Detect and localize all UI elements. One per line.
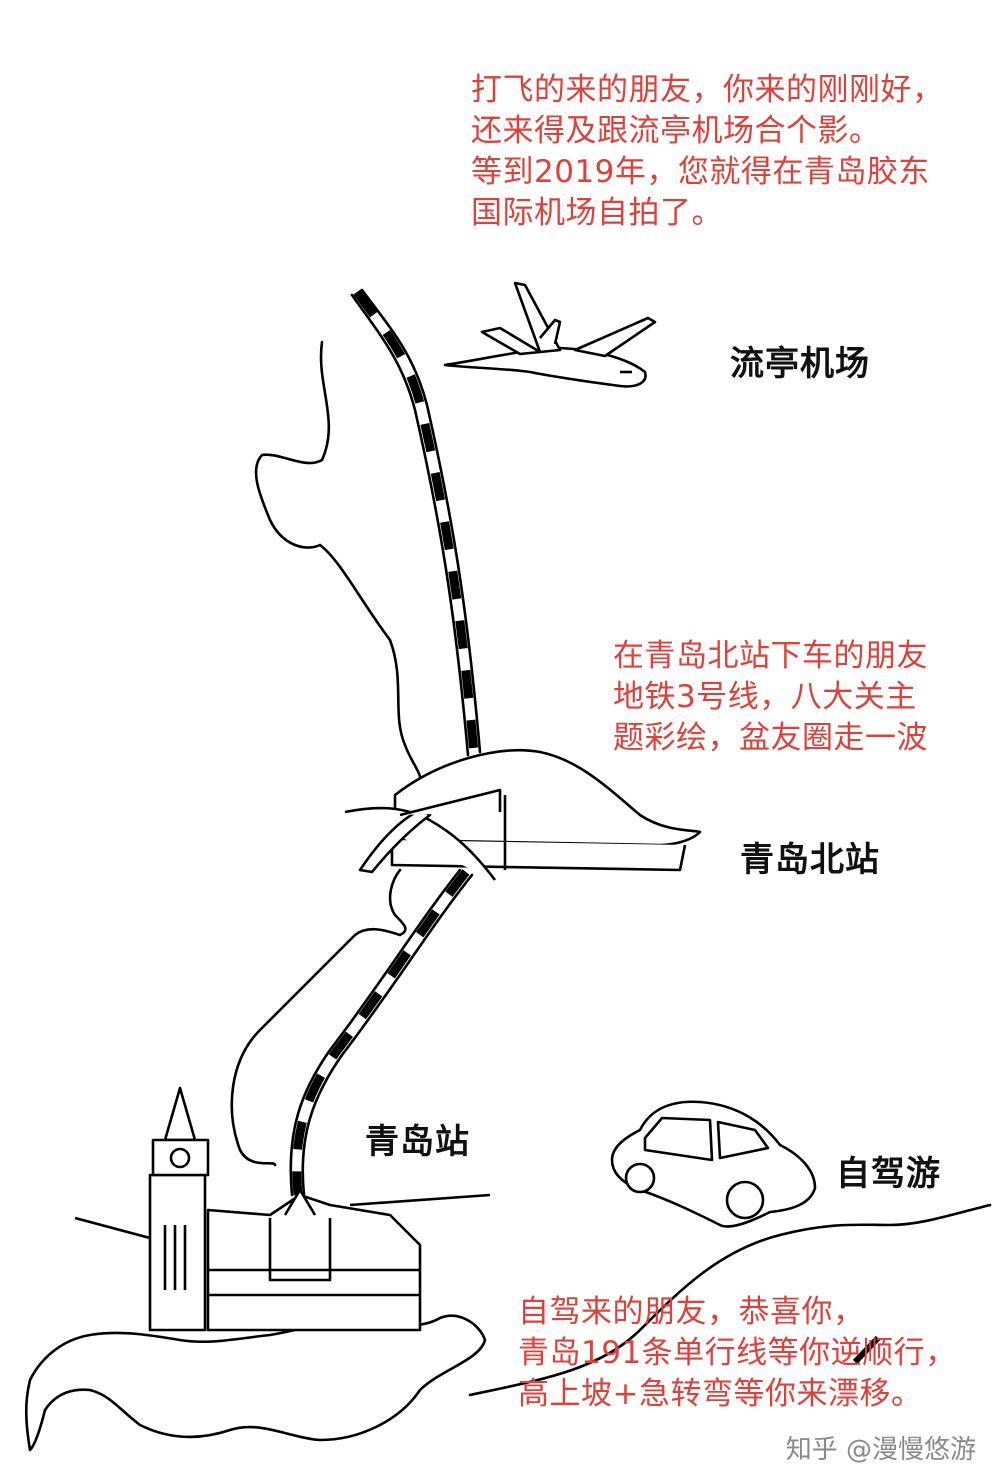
car-icon — [610, 1100, 817, 1228]
airport-note: 打飞的来的朋友，你来的刚刚好， 还来得及跟流亭机场合个影。 等到2019年，您就… — [471, 70, 944, 234]
north-station-note-line: 题彩绘，盆友圈走一波 — [613, 720, 928, 756]
airplane-icon — [443, 281, 657, 388]
north-station-icon — [344, 749, 702, 881]
north-station-label: 青岛北站 — [740, 840, 880, 880]
self-drive-note-line: 高上坡+急转弯等你来漂移。 — [518, 1376, 923, 1412]
airport-note-line: 等到2019年，您就得在青岛胶东 — [471, 154, 930, 190]
qingdao-station-icon — [74, 1086, 491, 1332]
self-drive-note: 自驾来的朋友，恭喜你， 青岛191条单行线等你逆顺行， 高上坡+急转弯等你来漂移… — [518, 1292, 957, 1415]
north-station-note: 在青岛北站下车的朋友 地铁3号线，八大关主 题彩绘，盆友圈走一波 — [613, 636, 928, 759]
airport-note-line: 还来得及跟流亭机场合个影。 — [471, 113, 881, 149]
north-station-note-line: 在青岛北站下车的朋友 — [613, 638, 928, 674]
self-drive-label: 自驾游 — [836, 1154, 941, 1194]
airport-label: 流亭机场 — [730, 344, 870, 384]
airport-note-line: 国际机场自拍了。 — [471, 195, 723, 231]
coastline-lower — [230, 868, 407, 1167]
coastline — [254, 340, 423, 792]
road — [468, 1203, 992, 1397]
airport-note-line: 打飞的来的朋友，你来的刚刚好， — [471, 72, 944, 108]
coastline-bottom — [24, 1314, 487, 1452]
station-label: 青岛站 — [365, 1122, 470, 1162]
self-drive-note-line: 自驾来的朋友，恭喜你， — [518, 1294, 865, 1330]
north-station-note-line: 地铁3号线，八大关主 — [613, 679, 917, 715]
watermark: 知乎 @漫慢悠游 — [785, 1435, 976, 1465]
self-drive-note-line: 青岛191条单行线等你逆顺行， — [518, 1335, 957, 1371]
